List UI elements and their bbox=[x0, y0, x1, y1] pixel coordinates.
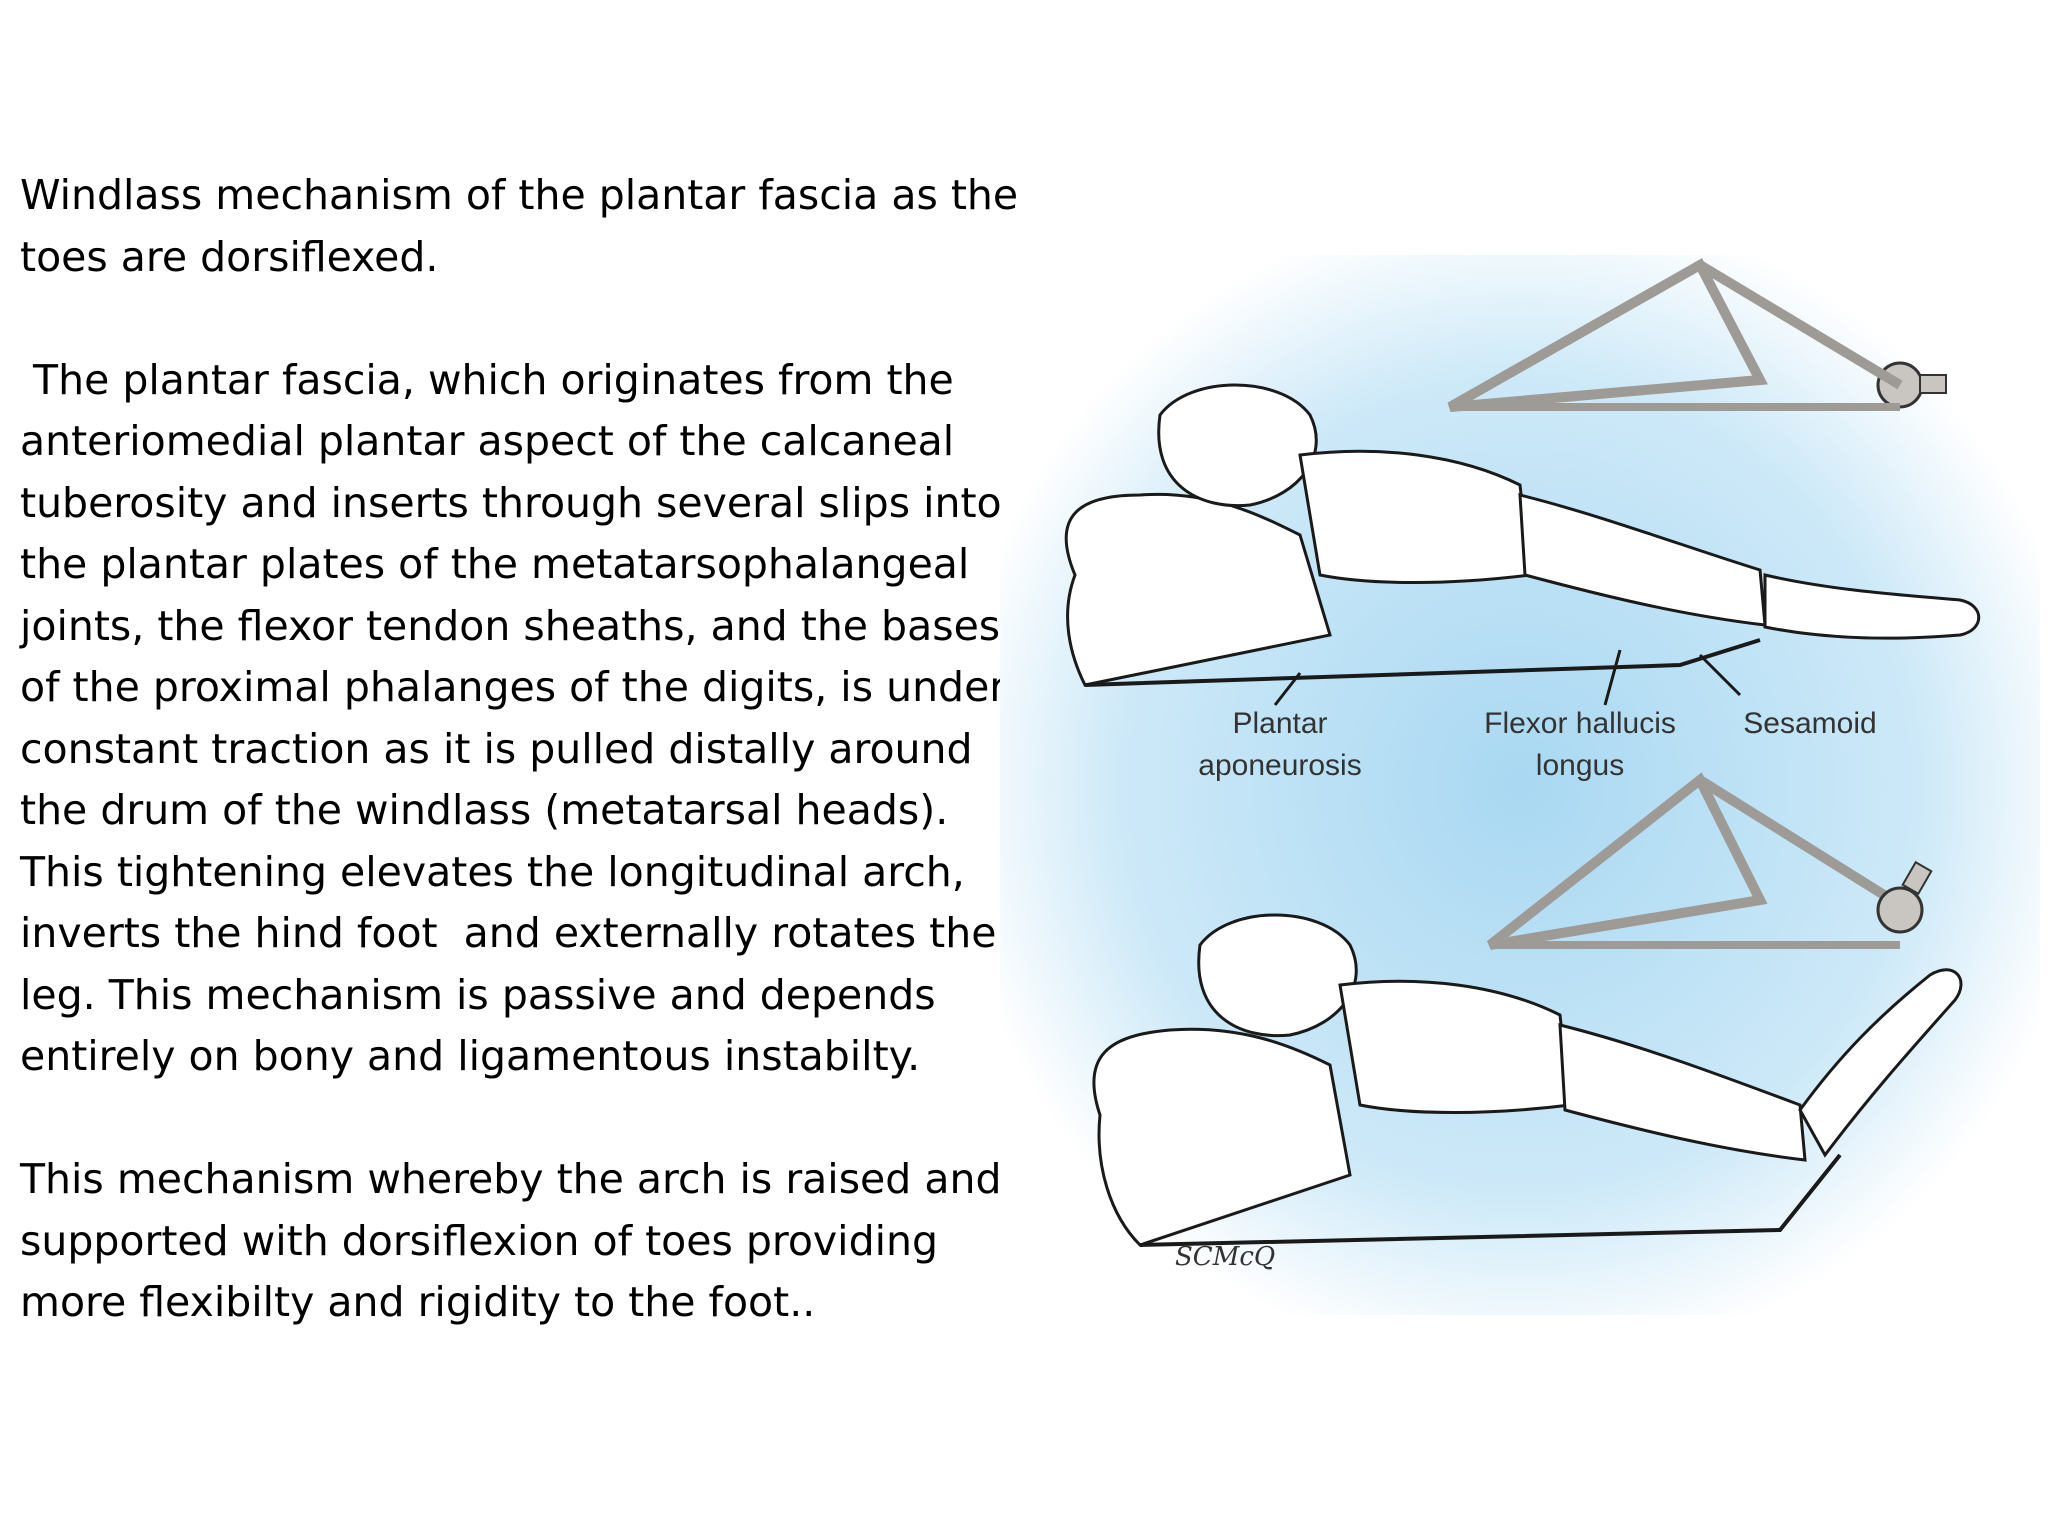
bottom-windlass-drum bbox=[1876, 886, 1924, 934]
text-column: Windlass mechanism of the plantar fascia… bbox=[20, 165, 1030, 1334]
top-phalanges bbox=[1763, 573, 1981, 640]
bottom-foot: SCMcQ bbox=[1092, 772, 1963, 1272]
plantar-leader bbox=[1273, 672, 1302, 706]
bottom-dorsiflexed-phalanges bbox=[1798, 968, 1963, 1158]
windlass-diagram: Plantar aponeurosis Flexor hallucis long… bbox=[1000, 255, 2040, 1315]
label-plantar: Plantar bbox=[1232, 707, 1327, 740]
bottom-plantar-aponeurosis bbox=[1139, 1153, 1842, 1247]
paragraph-gap bbox=[20, 288, 1030, 350]
label-longus: longus bbox=[1536, 749, 1624, 782]
top-talus bbox=[1157, 383, 1318, 508]
top-handle bbox=[1919, 374, 1947, 394]
top-plantar-aponeurosis bbox=[1084, 638, 1761, 687]
label-flexor-hallucis: Flexor hallucis bbox=[1484, 707, 1676, 740]
bottom-metatarsal bbox=[1558, 1023, 1807, 1162]
flexor-leader bbox=[1603, 649, 1622, 706]
bottom-calcaneus bbox=[1092, 1027, 1352, 1247]
conclusion-paragraph: This mechanism whereby the arch is raise… bbox=[20, 1155, 1002, 1326]
illustrator-signature: SCMcQ bbox=[1175, 1242, 1275, 1272]
bottom-windlass-strut bbox=[1486, 772, 1768, 950]
paragraph-gap bbox=[20, 1088, 1030, 1150]
top-foot: Plantar aponeurosis Flexor hallucis long… bbox=[1064, 258, 1981, 782]
bottom-handle bbox=[1901, 860, 1933, 896]
top-windlass-strut bbox=[1447, 258, 1768, 412]
bottom-strut-arm bbox=[1697, 775, 1903, 910]
title-paragraph: Windlass mechanism of the plantar fascia… bbox=[20, 171, 1032, 281]
windlass-illustration: Plantar aponeurosis Flexor hallucis long… bbox=[1000, 255, 2040, 1315]
top-strut-arm bbox=[1697, 260, 1903, 390]
sesamoid-leader bbox=[1698, 653, 1742, 697]
body-paragraph: The plantar fascia, which originates fro… bbox=[20, 355, 1007, 1081]
label-aponeurosis: aponeurosis bbox=[1198, 749, 1361, 782]
label-sesamoid: Sesamoid bbox=[1743, 707, 1876, 740]
bottom-talus bbox=[1197, 913, 1358, 1038]
